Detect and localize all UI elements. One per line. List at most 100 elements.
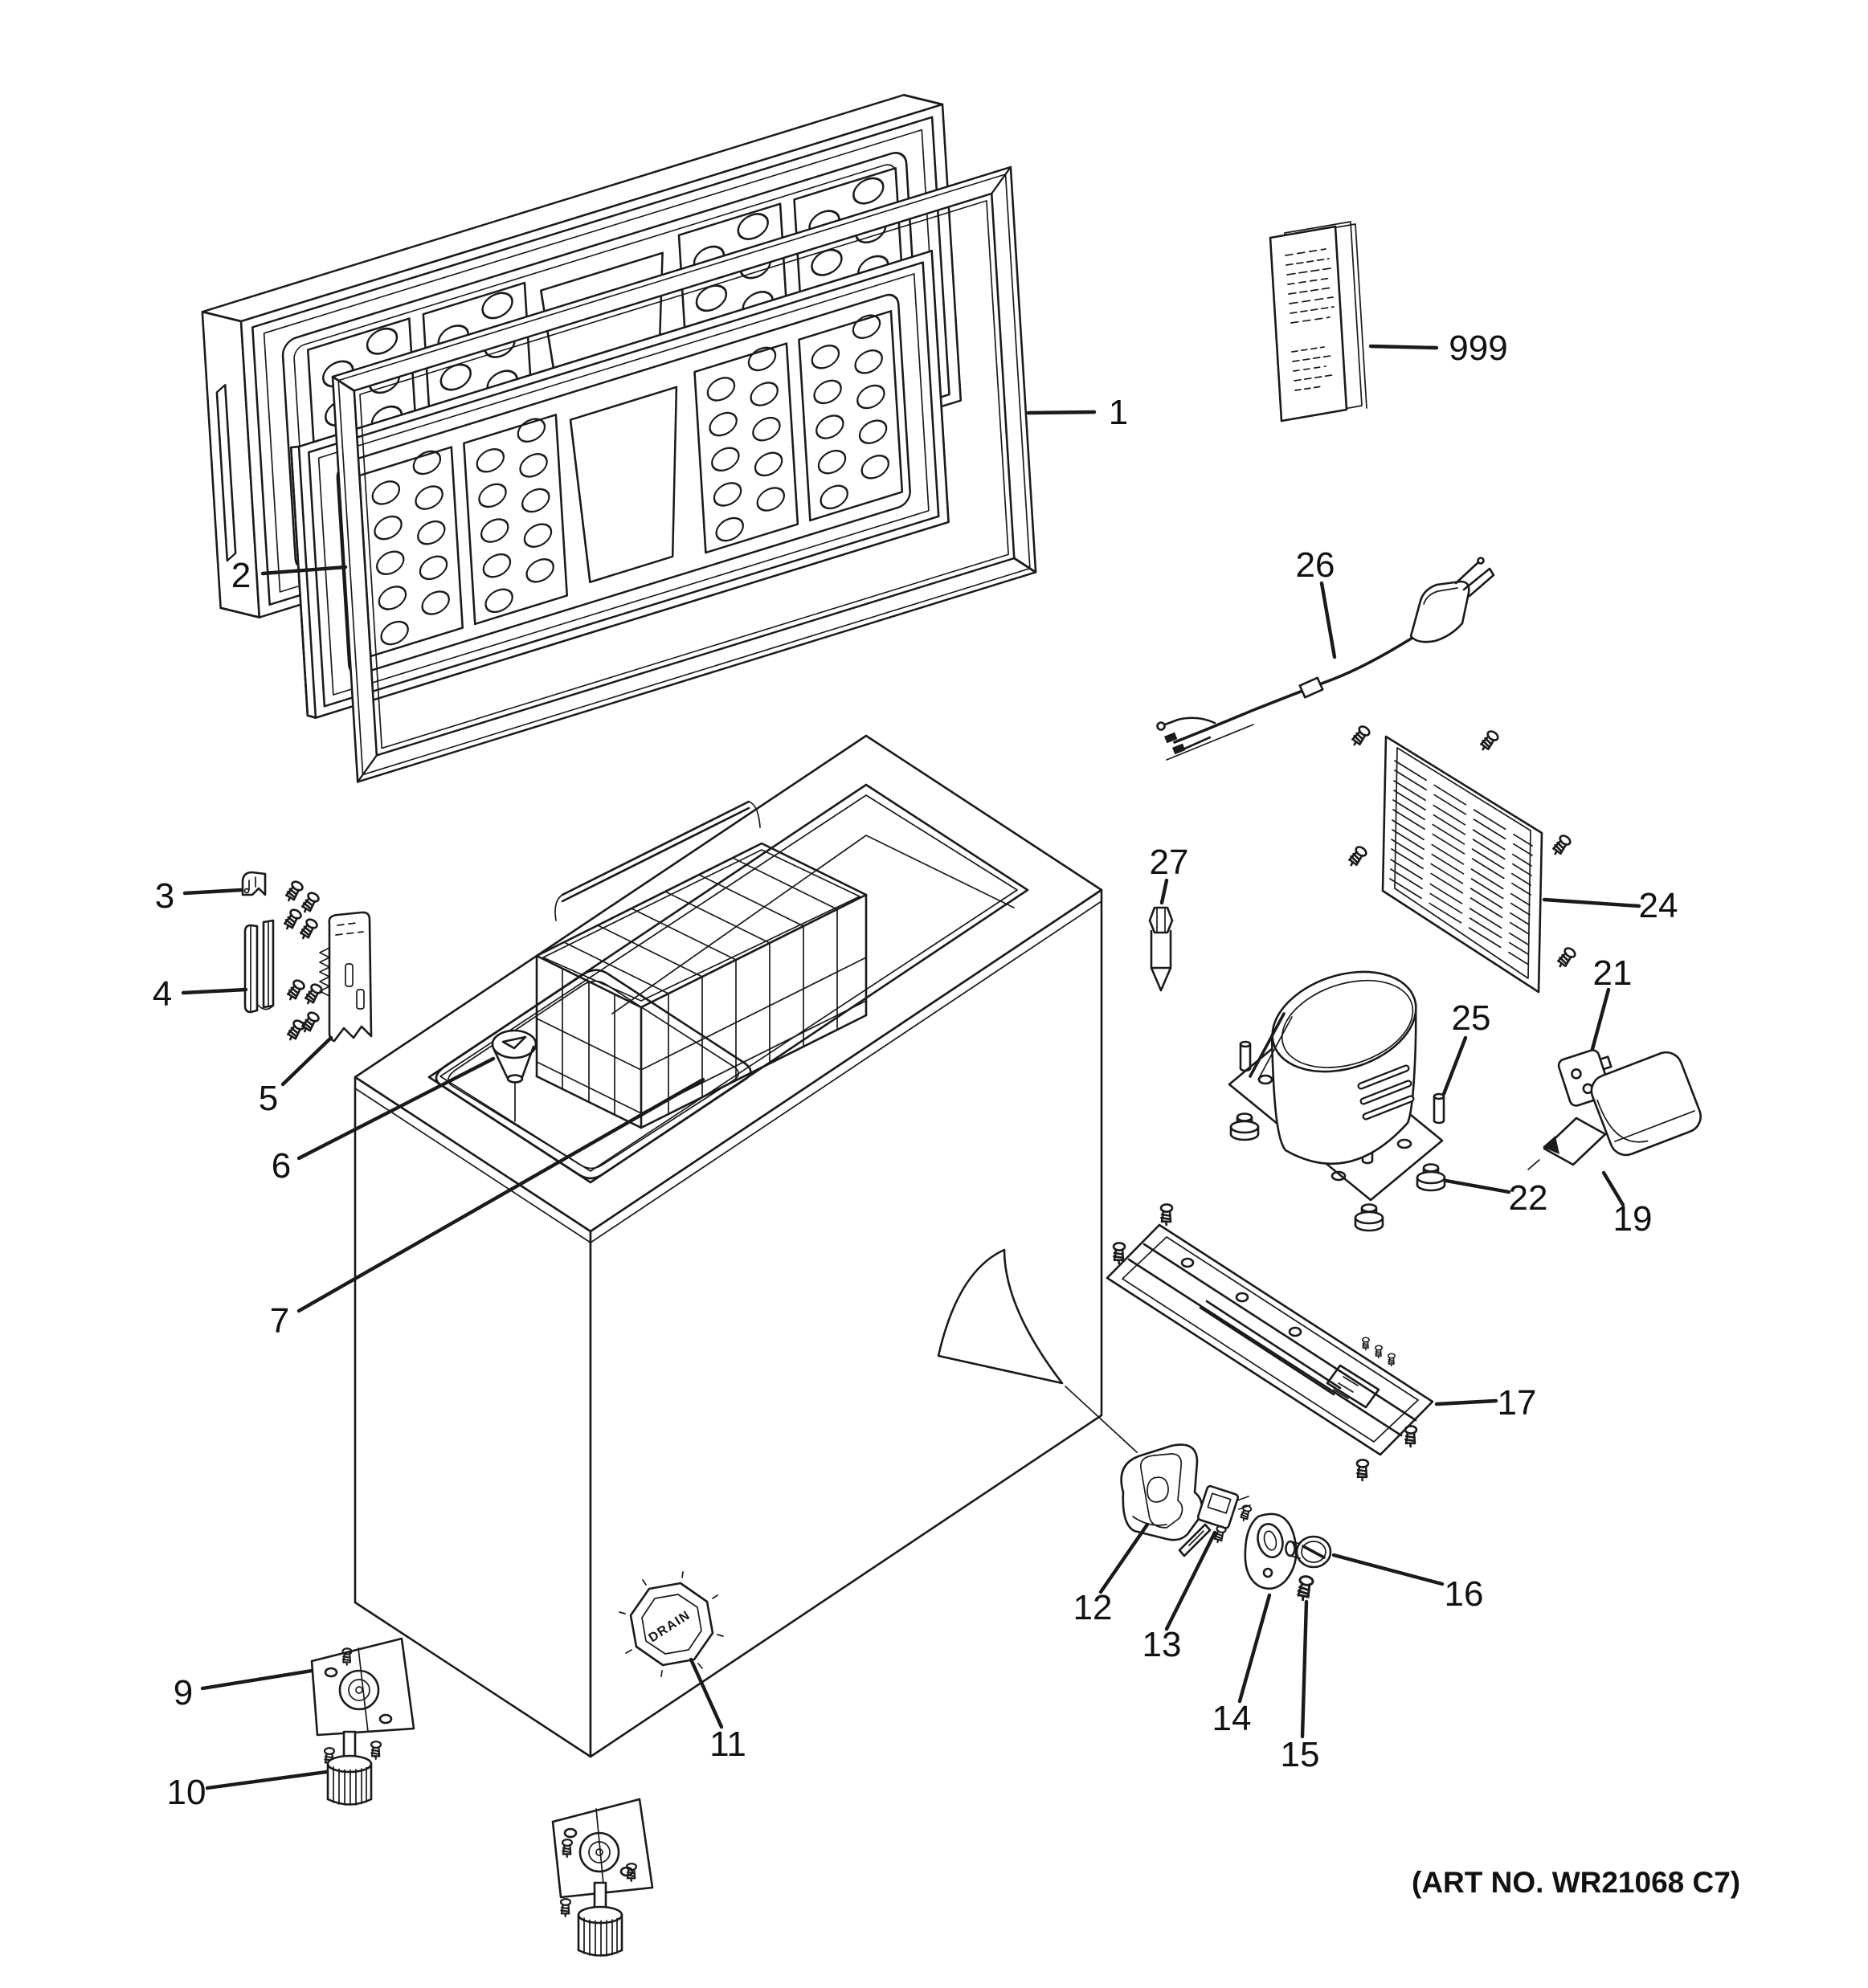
callout-label: 5 <box>259 1079 278 1118</box>
callout-label: 10 <box>167 1773 206 1812</box>
wire-basket <box>535 800 868 1129</box>
tiny-pin <box>1375 1345 1383 1359</box>
callout-label: 1 <box>1109 393 1128 432</box>
leg-screw <box>370 1740 382 1760</box>
callout-label: 27 <box>1150 843 1189 882</box>
compressor-assembly <box>1228 970 1446 1232</box>
control-screw <box>1295 1574 1315 1602</box>
lid-inner-liner <box>289 250 950 719</box>
grille-screw <box>1549 832 1573 859</box>
callout-3: 3 <box>155 876 243 916</box>
hinge-screw <box>283 879 305 904</box>
callout-2: 2 <box>231 556 348 595</box>
callout-label: 22 <box>1509 1178 1548 1218</box>
drain-cap: DRAIN <box>619 1571 724 1677</box>
hinge-screw <box>299 890 321 916</box>
grommet <box>1354 1203 1384 1232</box>
relay-cover <box>1527 1051 1702 1170</box>
bracket-screw <box>1112 1242 1126 1265</box>
tiny-pin <box>1388 1353 1396 1367</box>
leveling-leg-left <box>326 1730 373 1806</box>
callout-15: 15 <box>1281 1599 1319 1774</box>
callout-17: 17 <box>1434 1383 1537 1423</box>
callout-label: 9 <box>174 1673 193 1712</box>
callout-label: 24 <box>1639 886 1678 925</box>
lid-gasket <box>331 165 1037 783</box>
callout-9: 9 <box>174 1668 314 1712</box>
callouts: 1 2 3 4 5 6 7 9 10 11 12 13 14 15 16 17 … <box>153 329 1678 1812</box>
control-mounting-plate <box>1238 1504 1298 1590</box>
callout-label: 12 <box>1073 1588 1113 1627</box>
hinge-cover-cap <box>241 871 267 896</box>
shipping-pin <box>1148 906 1174 992</box>
tiny-pin <box>1362 1337 1370 1351</box>
art-number: (ART NO. WR21068 C7) <box>1412 1866 1740 1899</box>
callout-1: 1 <box>1026 393 1128 432</box>
callout-16: 16 <box>1331 1553 1484 1614</box>
hinge-screw <box>284 1018 307 1043</box>
plug-prongs <box>1454 557 1495 598</box>
callout-label: 13 <box>1142 1625 1182 1664</box>
callout-label: 21 <box>1593 953 1633 993</box>
callout-12: 12 <box>1073 1522 1150 1627</box>
callout-24: 24 <box>1542 886 1678 925</box>
bracket-screw <box>1355 1459 1370 1482</box>
callout-999: 999 <box>1368 329 1508 368</box>
hinge-screw <box>302 982 325 1007</box>
callout-25: 25 <box>1441 998 1490 1096</box>
callout-14: 14 <box>1212 1593 1272 1738</box>
vent-grille <box>1345 723 1578 994</box>
bracket-screw <box>1159 1203 1174 1227</box>
hinge-screw <box>281 907 304 933</box>
callout-label: 4 <box>153 974 172 1014</box>
leg-screw <box>559 1897 572 1917</box>
callout-label: 14 <box>1212 1699 1252 1738</box>
callout-22: 22 <box>1444 1178 1548 1218</box>
mount-stud <box>1239 1040 1252 1072</box>
temperature-indicator <box>491 1029 538 1122</box>
access-flap <box>937 1248 1138 1453</box>
grille-screw <box>1477 728 1501 754</box>
hinge-screw <box>284 978 307 1003</box>
callout-27: 27 <box>1150 843 1189 905</box>
hinge-spring-plate <box>281 879 373 1043</box>
liner-dimple-panels <box>358 310 904 658</box>
owners-manual <box>1269 221 1367 423</box>
basket-wires <box>562 857 838 1116</box>
basket-handle <box>554 800 761 921</box>
callout-label: 7 <box>270 1301 289 1341</box>
compressor-mounting-bracket <box>1106 1203 1434 1482</box>
compressor-vents <box>1357 1064 1415 1121</box>
grommet <box>1229 1112 1260 1141</box>
manual-text-lines <box>1285 248 1335 391</box>
control-housing <box>1120 1443 1204 1541</box>
thermostat-switch <box>1178 1484 1251 1557</box>
callout-label: 26 <box>1296 545 1335 585</box>
callout-4: 4 <box>153 974 248 1014</box>
power-cord <box>1156 557 1495 761</box>
grommet <box>1416 1163 1446 1192</box>
callout-label: 999 <box>1449 329 1507 368</box>
callout-label: 6 <box>272 1146 291 1186</box>
grille-screw <box>1345 843 1369 870</box>
callout-7: 7 <box>270 1077 705 1341</box>
hinge-trim-channel <box>243 919 275 1014</box>
callout-6: 6 <box>272 1056 496 1186</box>
callout-label: 2 <box>231 556 251 595</box>
callout-label: 16 <box>1445 1574 1484 1614</box>
callout-21: 21 <box>1590 953 1633 1051</box>
leg-bracket-center <box>551 1798 654 1917</box>
callout-label: 3 <box>155 876 174 916</box>
mounting-pin-25 <box>1433 1092 1445 1125</box>
callout-19: 19 <box>1601 1170 1653 1239</box>
callout-13: 13 <box>1142 1530 1217 1664</box>
callout-label: 19 <box>1613 1199 1653 1239</box>
callout-5: 5 <box>259 1035 333 1118</box>
callout-label: 11 <box>709 1725 746 1764</box>
callout-11: 11 <box>689 1657 746 1764</box>
callout-label: 17 <box>1498 1383 1537 1423</box>
grille-screw <box>1554 945 1578 971</box>
leg-bracket-left <box>310 1637 415 1766</box>
